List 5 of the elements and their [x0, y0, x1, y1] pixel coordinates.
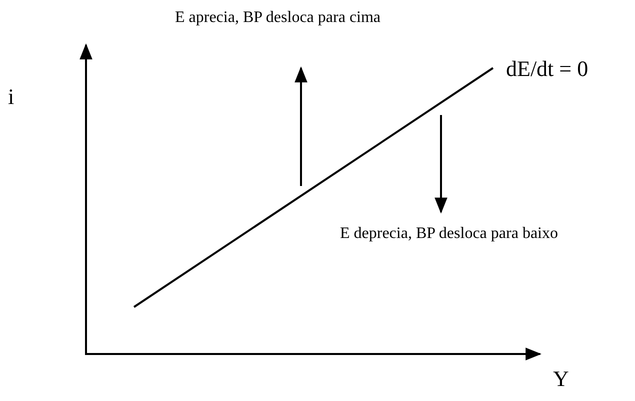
annotation-text: E aprecia, BP desloca para cima	[175, 8, 382, 28]
axis-label: Y	[553, 366, 570, 392]
curve-label: dE/dt = 0	[506, 56, 590, 82]
annotation-text: E deprecia, BP desloca para baixo	[340, 224, 559, 244]
axis-label: i	[8, 84, 16, 110]
